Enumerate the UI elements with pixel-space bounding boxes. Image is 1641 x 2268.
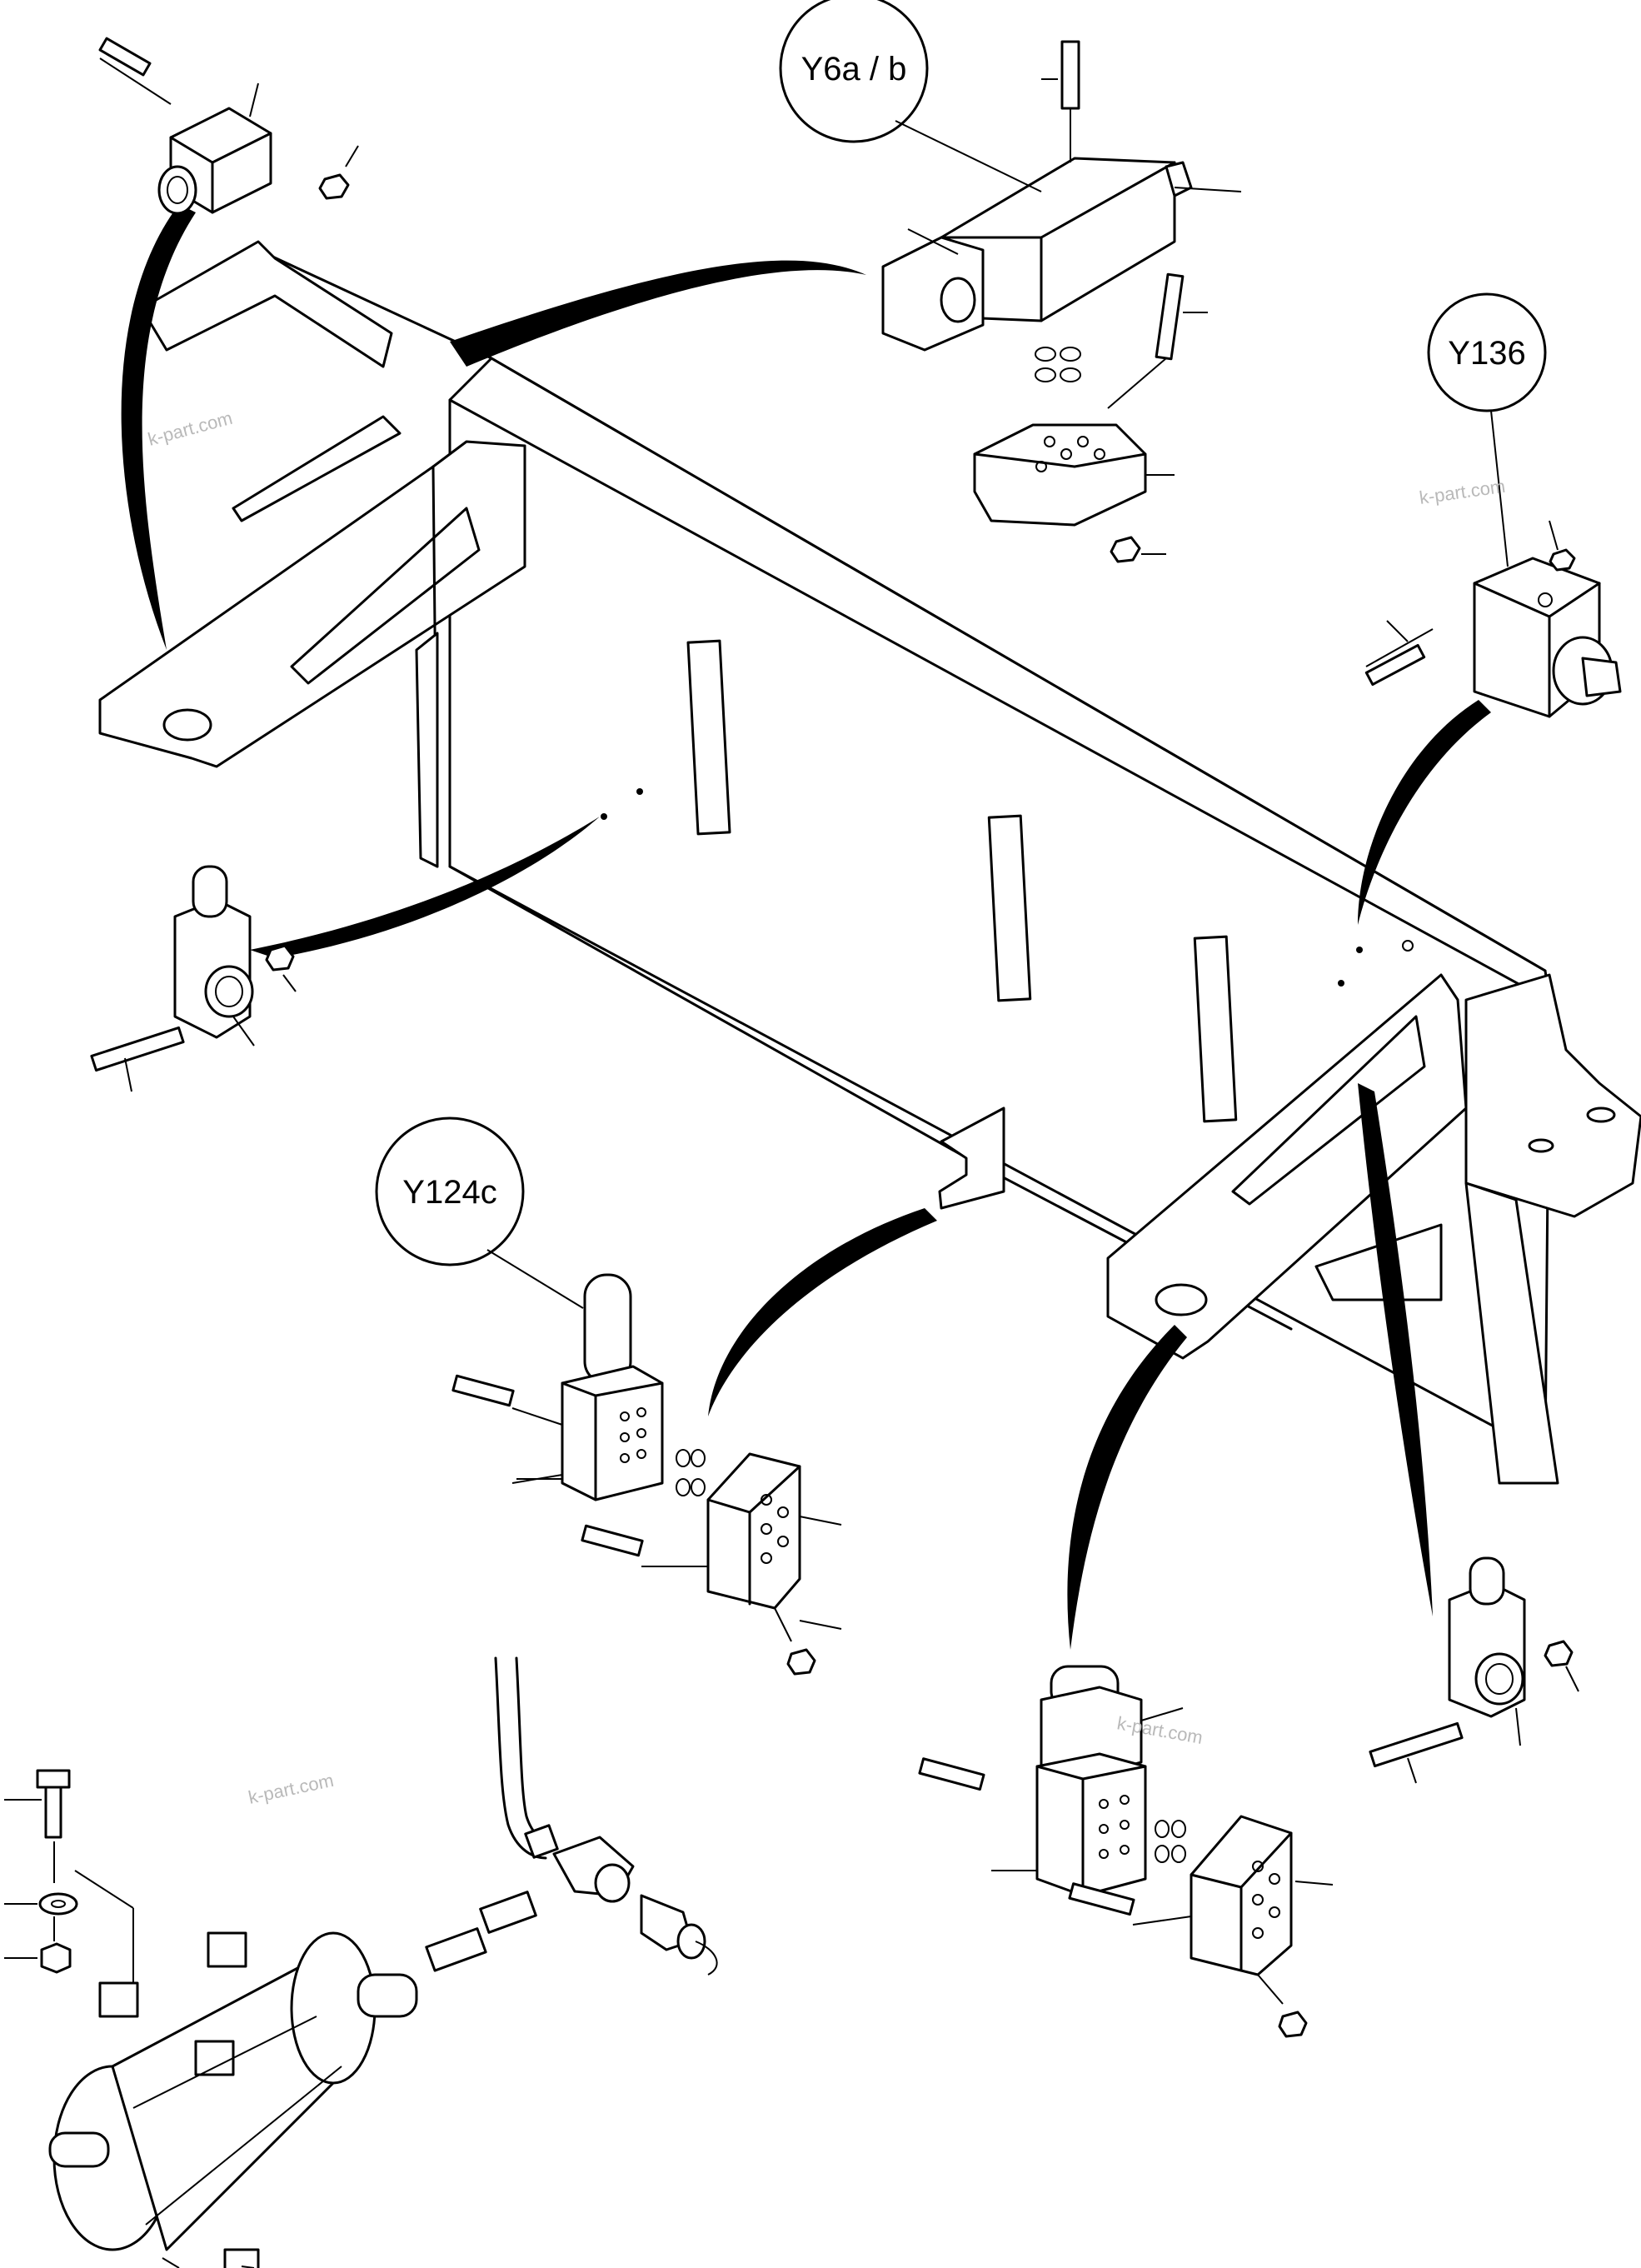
leader-wedges bbox=[121, 204, 1491, 1650]
callout-y136-label: Y136 bbox=[1448, 335, 1525, 372]
right-small-valve bbox=[1369, 1556, 1579, 1784]
watermark-3: k-part.com bbox=[247, 1770, 336, 1808]
callout-y6-label: Y6a / b bbox=[801, 51, 907, 87]
left-top-bracket bbox=[98, 240, 526, 868]
left-middle-valve bbox=[90, 865, 297, 1092]
callout-y136: Y136 bbox=[1427, 292, 1547, 567]
y136-valve-assembly bbox=[1364, 520, 1622, 718]
y124c-valve-assembly bbox=[451, 1273, 842, 1676]
callout-y6: Y6a / b bbox=[779, 0, 1042, 192]
bottom-right-valve-assembly bbox=[918, 1665, 1334, 2038]
y6-valve-assembly bbox=[881, 40, 1242, 563]
top-left-valve bbox=[98, 37, 359, 215]
callout-y124c: Y124c bbox=[375, 1117, 584, 1309]
right-bracket bbox=[1106, 973, 1641, 1485]
accumulator bbox=[4, 1769, 418, 2268]
callout-y124c-label: Y124c bbox=[402, 1174, 496, 1211]
watermark-2: k-part.com bbox=[1418, 476, 1506, 508]
watermark-1: k-part.com bbox=[146, 407, 235, 450]
hose-and-fittings bbox=[425, 1656, 718, 1976]
